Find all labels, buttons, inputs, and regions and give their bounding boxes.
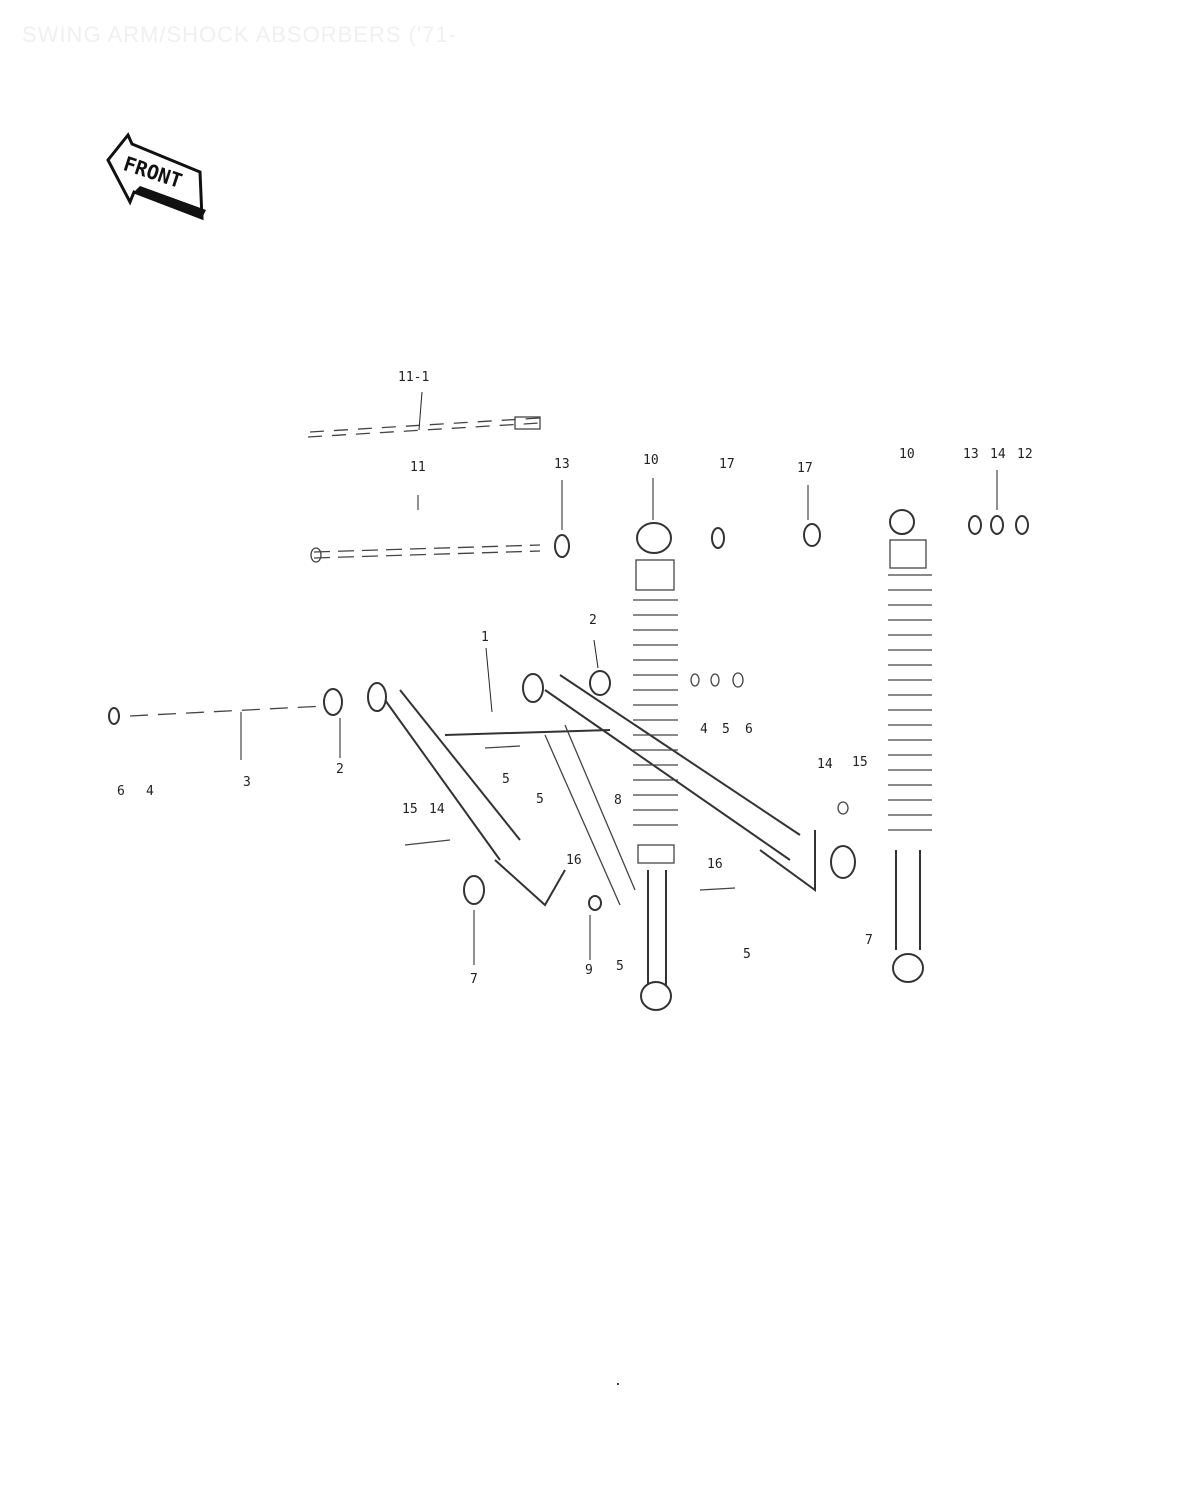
callout-5: 5: [743, 947, 751, 962]
callout-10: 10: [899, 447, 915, 462]
callout-14: 14: [429, 802, 445, 817]
swing-arm: [367, 670, 816, 907]
callout-17: 17: [797, 461, 813, 476]
callout-14: 14: [990, 447, 1006, 462]
front-arrow-icon: FRONT: [106, 132, 206, 221]
callout-6: 6: [117, 784, 125, 799]
right-shock-absorber: [888, 509, 932, 983]
callout-5: 5: [536, 792, 544, 807]
callout-8: 8: [614, 793, 622, 808]
callout-6: 6: [745, 722, 753, 737]
callout-16: 16: [707, 857, 723, 872]
left-shock-absorber: [633, 522, 678, 1011]
callout-7: 7: [470, 972, 478, 987]
callout-11-1: 11-1: [398, 370, 429, 385]
callout-5: 5: [722, 722, 730, 737]
callout-15: 15: [402, 802, 418, 817]
callout-1: 1: [481, 630, 489, 645]
leader-lines: [240, 391, 998, 965]
left-spindle: [108, 688, 343, 725]
callout-4: 4: [146, 784, 154, 799]
page-title: SWING ARM/SHOCK ABSORBERS ('71-: [22, 22, 457, 47]
callout-5: 5: [502, 772, 510, 787]
callout-15: 15: [852, 755, 868, 770]
callout-3: 3: [243, 775, 251, 790]
callout-13: 13: [554, 457, 570, 472]
callout-5: 5: [616, 959, 624, 974]
callout-16: 16: [566, 853, 582, 868]
callout-2: 2: [589, 613, 597, 628]
callout-12: 12: [1017, 447, 1033, 462]
callout-14: 14: [817, 757, 833, 772]
callout-2: 2: [336, 762, 344, 777]
callout-4: 4: [700, 722, 708, 737]
callout-11: 11: [410, 460, 426, 475]
callout-10: 10: [643, 453, 659, 468]
swing-arm-shaft: [310, 534, 570, 563]
callout-numbers: 11-1 11 13 10 17 17 10 13 14 12 2 1 4 5 …: [117, 370, 1033, 987]
washers-and-nuts: [404, 515, 1029, 911]
callout-9: 9: [585, 963, 593, 978]
callout-17: 17: [719, 457, 735, 472]
callout-7: 7: [865, 933, 873, 948]
stray-mark: [617, 1383, 619, 1385]
callout-13: 13: [963, 447, 979, 462]
pivot-shaft-upper: [307, 416, 541, 438]
